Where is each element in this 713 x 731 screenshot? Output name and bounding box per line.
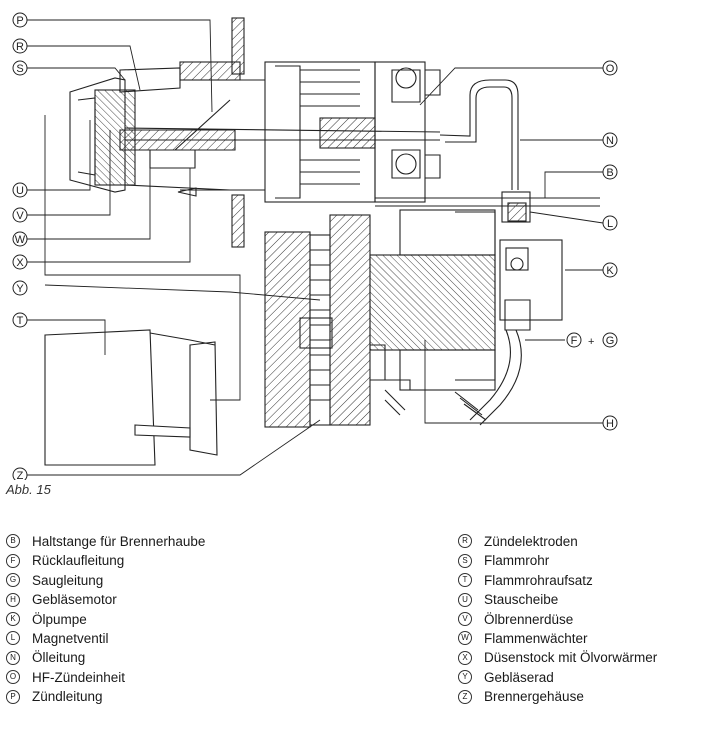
svg-text:Y: Y [16, 283, 24, 295]
burner-cross-section-diagram: P R S U V W X Y T Z O N B L K F + G H [12, 12, 618, 480]
svg-text:Z: Z [17, 470, 24, 480]
legend-text: Flammrohraufsatz [484, 572, 593, 588]
callout-U: U [12, 182, 28, 198]
callout-Z: Z [12, 467, 28, 480]
legend-text: Düsenstock mit Ölvorwärmer [484, 650, 658, 666]
legend-item: P Zündleitung [6, 687, 205, 706]
svg-text:O: O [606, 63, 615, 75]
callout-G: G [602, 332, 618, 348]
legend-letter: U [458, 592, 472, 607]
callout-F: F [566, 332, 582, 348]
svg-text:H: H [606, 418, 614, 430]
svg-text:P: P [16, 15, 23, 27]
callout-L: L [602, 215, 618, 231]
legend-item: F Rücklaufleitung [6, 551, 205, 570]
legend-letter: W [458, 631, 472, 646]
legend-text: Gebläserad [484, 669, 554, 685]
svg-text:W: W [15, 234, 26, 246]
legend-item: U Stauscheibe [458, 590, 657, 609]
svg-text:S: S [16, 63, 23, 75]
legend-text: Rücklaufleitung [32, 553, 125, 569]
legend-item: B Haltstange für Brennerhaube [6, 532, 205, 551]
svg-text:N: N [606, 135, 614, 147]
legend-letter: K [6, 612, 20, 626]
legend-letter: T [458, 573, 472, 588]
callout-W: W [12, 231, 28, 247]
legend-item: S Flammrohr [458, 551, 657, 570]
callout-T: T [12, 312, 28, 328]
legend-item: O HF-Zündeinheit [6, 668, 205, 687]
svg-text:B: B [606, 167, 613, 179]
legend-letter: H [6, 592, 20, 607]
svg-text:K: K [606, 265, 614, 277]
callout-P: P [12, 12, 28, 28]
legend-text: Flammrohr [484, 553, 550, 569]
legend-item: N Ölleitung [6, 648, 205, 667]
legend-item: W Flammenwächter [458, 629, 657, 648]
callout-X: X [12, 254, 28, 270]
legend-text: Zündleitung [32, 689, 103, 705]
legend-letter: R [458, 534, 472, 549]
legend-text: Magnetventil [32, 630, 109, 646]
legend-item: H Gebläsemotor [6, 590, 205, 609]
legend-letter: G [6, 573, 20, 588]
legend-left: B Haltstange für Brennerhaube F Rücklaufle… [6, 532, 205, 707]
legend-text: Brennergehäuse [484, 689, 584, 705]
legend-letter: X [458, 650, 472, 665]
legend-text: Gebläsemotor [32, 592, 117, 608]
svg-text:F: F [571, 335, 578, 347]
legend-text: Zündelektroden [484, 534, 578, 549]
legend-item: Z Brennergehäuse [458, 687, 657, 706]
svg-text:L: L [607, 218, 613, 230]
callout-H: H [602, 415, 618, 431]
callout-O: O [602, 60, 618, 76]
legend-item: G Saugleitung [6, 571, 205, 590]
legend-letter: N [6, 650, 20, 665]
svg-text:G: G [606, 335, 615, 347]
legend-right: R Zündelektroden S Flammrohr T Flammrohrauf… [458, 532, 657, 707]
legend-letter: V [458, 612, 472, 626]
callout-R: R [12, 38, 28, 54]
legend-item: K Ölpumpe [6, 610, 205, 629]
svg-text:U: U [16, 185, 24, 197]
legend-letter: Y [458, 670, 472, 685]
callout-labels: P R S U V W X Y T Z O N B L K F + G H [12, 12, 618, 480]
drawing-lines [44, 17, 600, 466]
legend-letter: B [6, 534, 20, 549]
legend-letter: Z [458, 689, 472, 704]
callout-V: V [12, 207, 28, 223]
legend-text: Haltstange für Brennerhaube [32, 534, 206, 549]
svg-text:V: V [16, 210, 24, 222]
legend-item: Y Gebläserad [458, 668, 657, 687]
leader-lines [27, 19, 604, 476]
legend-letter: L [6, 631, 20, 646]
callout-B: B [602, 164, 618, 180]
legend-text: HF-Zündeinheit [32, 669, 126, 685]
legend-letter: F [6, 553, 20, 568]
callout-plus: + [588, 336, 594, 348]
legend-letter: O [6, 670, 20, 685]
callout-N: N [602, 132, 618, 148]
legend-text: Saugleitung [32, 572, 104, 588]
legend-item: L Magnetventil [6, 629, 205, 648]
legend-text: Ölpumpe [32, 611, 87, 627]
svg-text:T: T [17, 315, 24, 327]
legend-item: R Zündelektroden [458, 532, 657, 551]
legend-item: X Düsenstock mit Ölvorwärmer [458, 648, 657, 667]
svg-text:X: X [16, 257, 24, 269]
legend-letter: P [6, 689, 20, 704]
figure-caption: Abb. 15 [6, 482, 51, 497]
legend-text: Stauscheibe [484, 592, 559, 608]
legend-item: V Ölbrennerdüse [458, 610, 657, 629]
legend-text: Flammenwächter [484, 630, 588, 646]
legend-text: Ölleitung [32, 650, 86, 666]
legend-item: T Flammrohraufsatz [458, 571, 657, 590]
legend-text: Ölbrennerdüse [484, 611, 574, 627]
callout-S: S [12, 60, 28, 76]
callout-K: K [602, 262, 618, 278]
svg-text:R: R [16, 41, 24, 53]
callout-Y: Y [12, 280, 28, 296]
legend-letter: S [458, 553, 472, 568]
